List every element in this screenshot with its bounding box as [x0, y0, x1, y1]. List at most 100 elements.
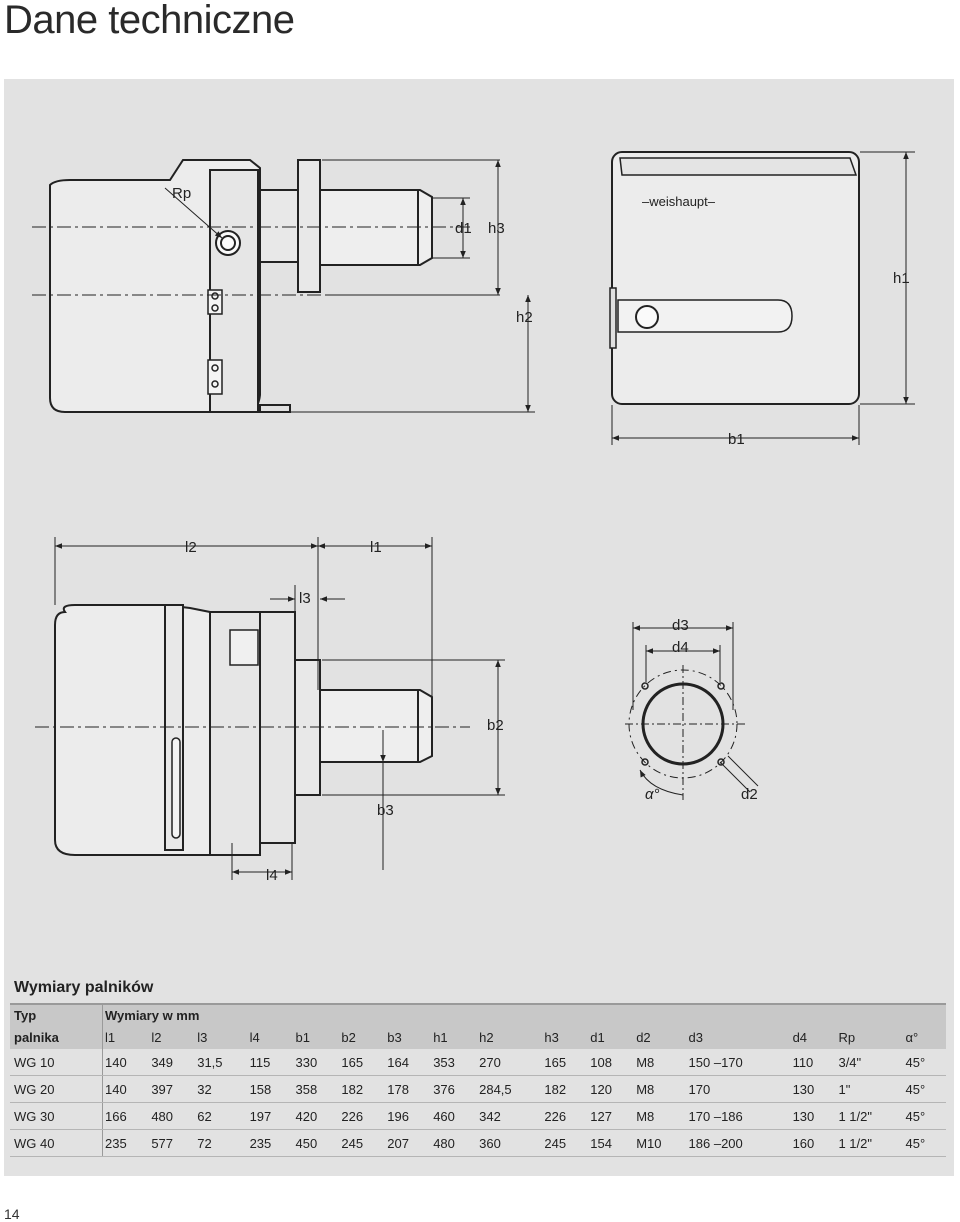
- burner-type-cell: WG 10: [10, 1049, 103, 1076]
- h2-label: h2: [516, 309, 533, 326]
- dimension-cell: 207: [385, 1129, 432, 1157]
- d1-label: d1: [455, 220, 472, 237]
- l3-label: l3: [299, 590, 311, 607]
- dimension-cell: 72: [195, 1129, 248, 1157]
- header-cell: h3: [542, 1025, 589, 1049]
- dimension-cell: 32: [195, 1075, 248, 1103]
- technical-drawing: Rp d1 h3 h2 –weishaupt– h1 b1: [32, 151, 915, 884]
- alpha-label: α°: [645, 786, 660, 803]
- dimension-cell: 45°: [903, 1102, 946, 1130]
- header-cell: palnika: [10, 1025, 103, 1049]
- dimension-cell: 178: [385, 1075, 432, 1103]
- dimension-cell: 420: [293, 1102, 340, 1130]
- dimension-cell: 397: [149, 1075, 196, 1103]
- dimension-cell: 1": [836, 1075, 904, 1103]
- dimension-cell: 342: [477, 1102, 543, 1130]
- dimension-cell: 31,5: [195, 1049, 248, 1076]
- header-typ: Typ: [10, 1003, 103, 1025]
- dimension-cell: M8: [634, 1075, 687, 1103]
- brand-label: –weishaupt–: [642, 194, 716, 209]
- header-cell: d1: [588, 1025, 635, 1049]
- dimension-cell: 226: [339, 1102, 386, 1130]
- dimension-cell: 62: [195, 1102, 248, 1130]
- table-title: Wymiary palników: [14, 979, 154, 996]
- table-header-row-1: Typ Wymiary w mm: [10, 1003, 946, 1025]
- header-cell: d4: [790, 1025, 837, 1049]
- dimension-cell: 166: [102, 1102, 150, 1130]
- header-cell: b1: [293, 1025, 340, 1049]
- flange-view: [625, 622, 759, 800]
- page-title: Dane techniczne: [4, 0, 295, 42]
- burner-type-cell: WG 20: [10, 1075, 103, 1103]
- dimension-cell: 226: [542, 1102, 589, 1130]
- dimension-cell: M8: [634, 1049, 687, 1076]
- dimension-cell: 115: [247, 1049, 294, 1076]
- dimension-cell: 3/4": [836, 1049, 904, 1076]
- page-number: 14: [4, 1206, 20, 1222]
- dimension-cell: 460: [431, 1102, 478, 1130]
- h3-label: h3: [488, 220, 505, 237]
- dimension-cell: 140: [102, 1075, 150, 1103]
- header-cell: l2: [149, 1025, 196, 1049]
- dimension-cell: 360: [477, 1129, 543, 1157]
- dimension-cell: 245: [339, 1129, 386, 1157]
- header-cell: b3: [385, 1025, 432, 1049]
- dimension-cell: 165: [542, 1049, 589, 1076]
- l4-label: l4: [266, 867, 278, 884]
- burner-top-view: [54, 604, 433, 856]
- dimension-cell: 127: [588, 1102, 635, 1130]
- l2-label: l2: [185, 539, 197, 556]
- header-cell: l4: [247, 1025, 294, 1049]
- dimension-cell: 150 –170: [686, 1049, 791, 1076]
- header-wymiary: Wymiary w mm: [102, 1003, 946, 1025]
- dimension-cell: 130: [790, 1075, 837, 1103]
- d3-label: d3: [672, 617, 689, 634]
- dimension-cell: 170: [686, 1075, 791, 1103]
- dimension-cell: 182: [339, 1075, 386, 1103]
- burner-type-cell: WG 30: [10, 1102, 103, 1130]
- burner-front-view: [609, 151, 860, 405]
- l1-label: l1: [370, 539, 382, 556]
- dimension-cell: 577: [149, 1129, 196, 1157]
- dimension-cell: 154: [588, 1129, 635, 1157]
- dimension-cell: 245: [542, 1129, 589, 1157]
- header-cell: d2: [634, 1025, 687, 1049]
- dimension-cell: 270: [477, 1049, 543, 1076]
- dimension-cell: 140: [102, 1049, 150, 1076]
- dimension-cell: 182: [542, 1075, 589, 1103]
- dimension-cell: M10: [634, 1129, 687, 1157]
- dimension-cell: 170 –186: [686, 1102, 791, 1130]
- dimension-cell: 450: [293, 1129, 340, 1157]
- burner-type-cell: WG 40: [10, 1129, 103, 1157]
- dimension-cell: 164: [385, 1049, 432, 1076]
- header-cell: h2: [477, 1025, 543, 1049]
- dimension-cell: 160: [790, 1129, 837, 1157]
- dimension-cell: 1 1/2": [836, 1129, 904, 1157]
- header-cell: h1: [431, 1025, 478, 1049]
- header-cell: d3: [686, 1025, 791, 1049]
- dimension-cell: 158: [247, 1075, 294, 1103]
- b3-label: b3: [377, 802, 394, 819]
- header-cell: l3: [195, 1025, 248, 1049]
- d2-label: d2: [741, 786, 758, 803]
- dimension-cell: 45°: [903, 1049, 946, 1076]
- dimension-cell: 480: [431, 1129, 478, 1157]
- header-cell: Rp: [836, 1025, 904, 1049]
- dimension-cell: 330: [293, 1049, 340, 1076]
- dimension-cell: 358: [293, 1075, 340, 1103]
- dimension-cell: 45°: [903, 1129, 946, 1157]
- dimension-cell: 1 1/2": [836, 1102, 904, 1130]
- dimension-cell: 130: [790, 1102, 837, 1130]
- dimension-cell: 45°: [903, 1075, 946, 1103]
- dimension-cell: 196: [385, 1102, 432, 1130]
- header-cell: b2: [339, 1025, 386, 1049]
- h1-label: h1: [893, 270, 910, 287]
- header-cell: l1: [102, 1025, 150, 1049]
- dimension-cell: 165: [339, 1049, 386, 1076]
- dimension-cell: 480: [149, 1102, 196, 1130]
- dimension-cell: 284,5: [477, 1075, 543, 1103]
